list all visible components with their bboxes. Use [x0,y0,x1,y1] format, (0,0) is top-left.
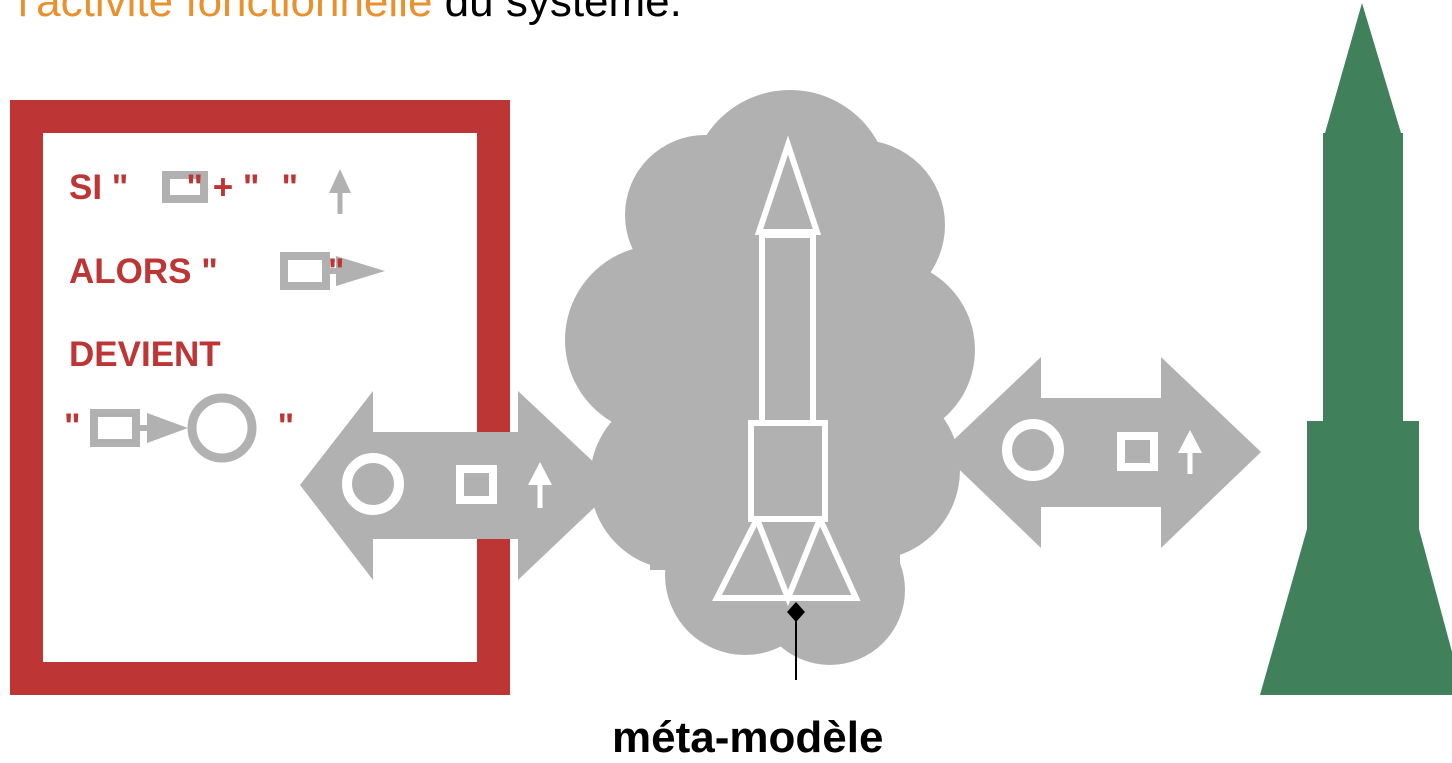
rule-result-close: " [277,407,295,446]
circle-icon [1002,419,1064,481]
rule-line-result: "" [64,407,294,447]
square-arrow-circle-icon [90,393,257,463]
arrow-up-icon [1178,430,1202,474]
rule-si-plus: " + " [186,168,260,207]
rule-line-si: SI " " + " " [69,168,298,208]
square-arrow-icon [280,252,385,290]
circle-icon [342,453,404,515]
title-rest: du système. [432,0,682,26]
meta-model-pointer [787,602,805,680]
rocket-icon [1260,3,1452,695]
double-arrow-right [941,357,1261,548]
square-icon [456,465,497,504]
rule-alors-label: ALORS " [69,252,218,291]
rule-line-alors: ALORS " " [69,252,344,292]
rocket-outline-icon [712,135,861,607]
rule-box [10,100,510,695]
double-arrow-left [300,391,618,580]
arrow-up-icon [528,462,552,508]
cloud-icon [565,90,975,665]
rule-si-close: " [281,168,299,207]
page-title: l'activité fonctionnelle du système. [18,0,682,32]
arrow-up-icon [329,169,351,214]
rule-alors-close: " [327,252,345,291]
meta-model-label: méta-modèle [612,713,884,762]
title-highlight: l'activité fonctionnelle [18,0,433,26]
square-icon [1117,432,1158,471]
rule-result-open: " [64,407,81,446]
rule-icons [90,169,385,463]
square-icon [162,171,208,203]
rule-si-label: SI " [69,168,129,207]
rule-line-devient: DEVIENT [69,335,221,374]
